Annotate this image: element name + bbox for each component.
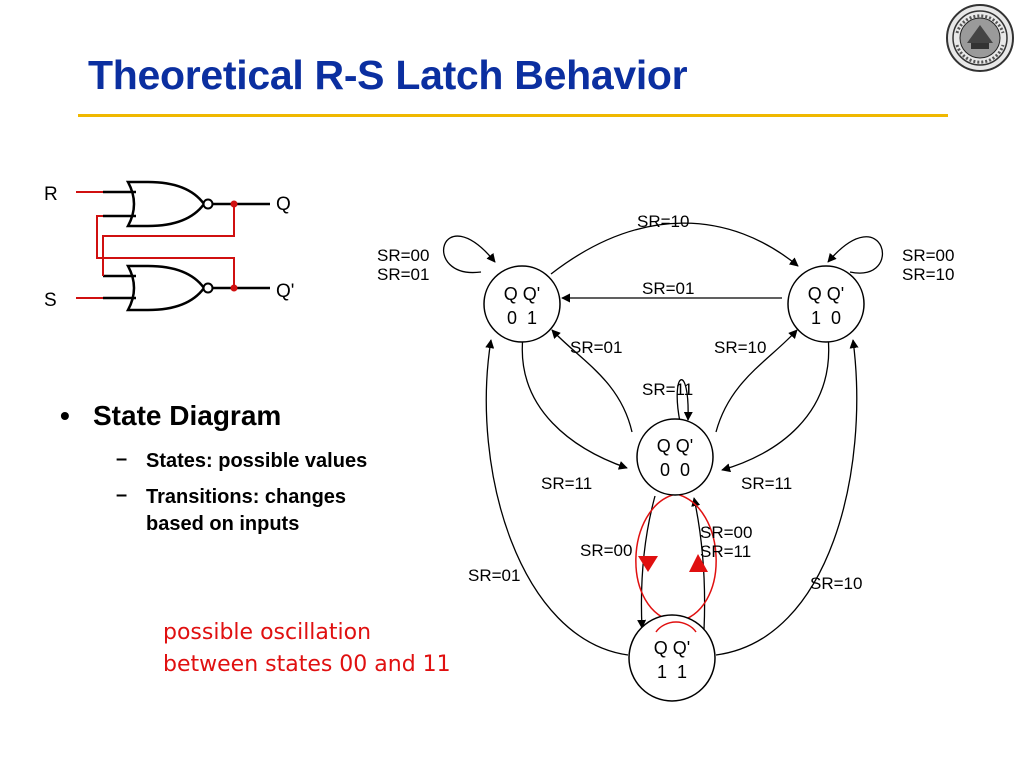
nor-gate-top [125,180,206,228]
label-mid-sr01: SR=01 [642,279,694,298]
svg-text:0 0: 0 0 [660,460,690,480]
state-node-00: Q Q' 0 0 [636,418,714,496]
svg-text:Q Q': Q Q' [657,436,693,456]
nor-gate-bottom [125,264,206,312]
output-q-label: Q [276,194,291,215]
page-title: Theoretical R-S Latch Behavior [88,52,688,98]
svg-text:1 1: 1 1 [657,662,687,682]
label-up-sr11: SR=11 [700,542,751,561]
state-node-11: Q Q' 1 1 [628,614,716,702]
output-qbar-label: Q' [276,281,294,302]
svg-text:1 0: 1 0 [811,308,841,328]
svg-text:Q Q': Q Q' [808,284,844,304]
label-up-sr00: SR=00 [700,523,752,542]
label-left-down-sr01: SR=01 [570,338,622,357]
edge-00-to-01 [551,329,633,433]
label-outer-right-sr10: SR=10 [810,574,862,593]
university-seal-logo [946,4,1014,72]
oscillation-note: possible oscillation between states 00 a… [163,620,451,677]
nor-bubble-top [202,198,214,210]
label-right-down-sr10: SR=10 [714,338,766,357]
edge-11-to-10 [715,339,859,656]
label-left-sr11: SR=11 [541,474,592,493]
label-center-loop-sr11: SR=11 [642,380,693,399]
label-outer-left-sr01: SR=01 [468,566,520,585]
input-s-label: S [44,290,57,311]
edge-01-to-10 [550,222,799,275]
svg-text:Q Q': Q Q' [654,638,690,658]
label-down-sr00: SR=00 [580,541,632,560]
edge-11-to-00 [691,497,706,631]
edge-00-to-10 [715,329,798,433]
loop-state-00 [676,379,693,423]
edge-01-to-00 [521,335,628,470]
label-top-sr10: SR=10 [637,212,689,231]
edge-11-to-01 [485,339,629,656]
bullet-glyph: • [60,400,70,431]
loop-state-01 [442,235,496,274]
oscillation-arrow-up [689,554,708,572]
rs-latch-circuit: R S Q Q' [44,180,294,312]
label-right-loop-2: SR=10 [902,265,954,284]
oscillation-arrow-down [638,556,658,572]
svg-text:Q Q': Q Q' [504,284,540,304]
label-left-loop-1: SR=00 [377,246,429,265]
nor-bubble-bottom [202,282,214,294]
label-right-loop-1: SR=00 [902,246,954,265]
state-node-01: Q Q' 0 1 [483,265,561,343]
svg-text:0 1: 0 1 [507,308,537,328]
input-r-label: R [44,184,58,205]
edge-10-to-00 [721,335,830,473]
state-node-10: Q Q' 1 0 [787,265,865,343]
label-left-loop-2: SR=01 [377,265,429,284]
label-right-sr11: SR=11 [741,474,792,493]
title-underline [78,114,948,117]
loop-state-10 [827,236,883,274]
